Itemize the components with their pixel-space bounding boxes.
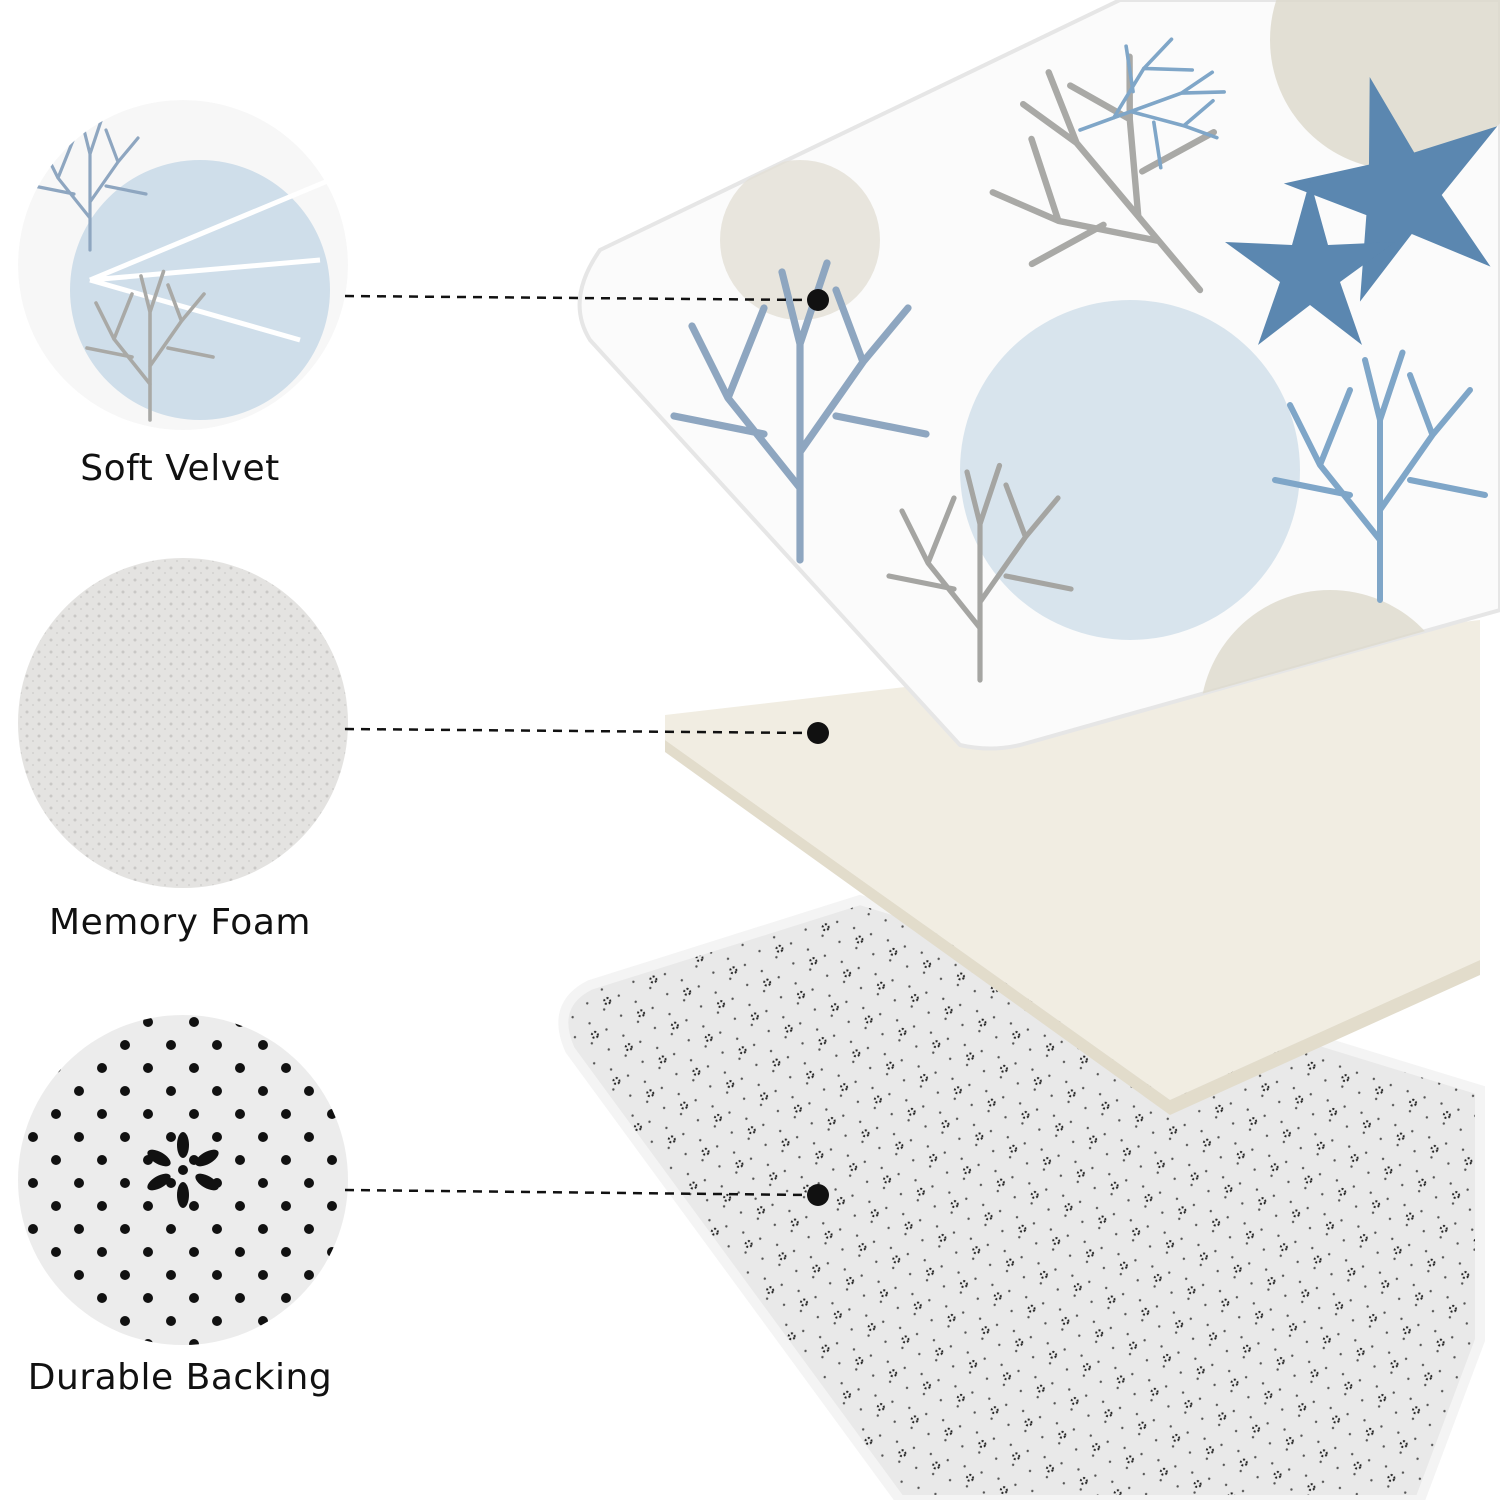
label-memory-foam: Memory Foam [49,902,311,943]
foam-swatch-icon [18,558,348,888]
label-soft-velvet: Soft Velvet [80,448,280,489]
velvet-swatch-icon [18,100,348,430]
backing-swatch-icon [18,1015,348,1345]
callout-backing [344,1184,829,1206]
label-durable-backing: Durable Backing [27,1357,333,1398]
callout-foam [344,722,829,744]
foam-layer [665,620,1480,1100]
callout-velvet [344,289,829,311]
